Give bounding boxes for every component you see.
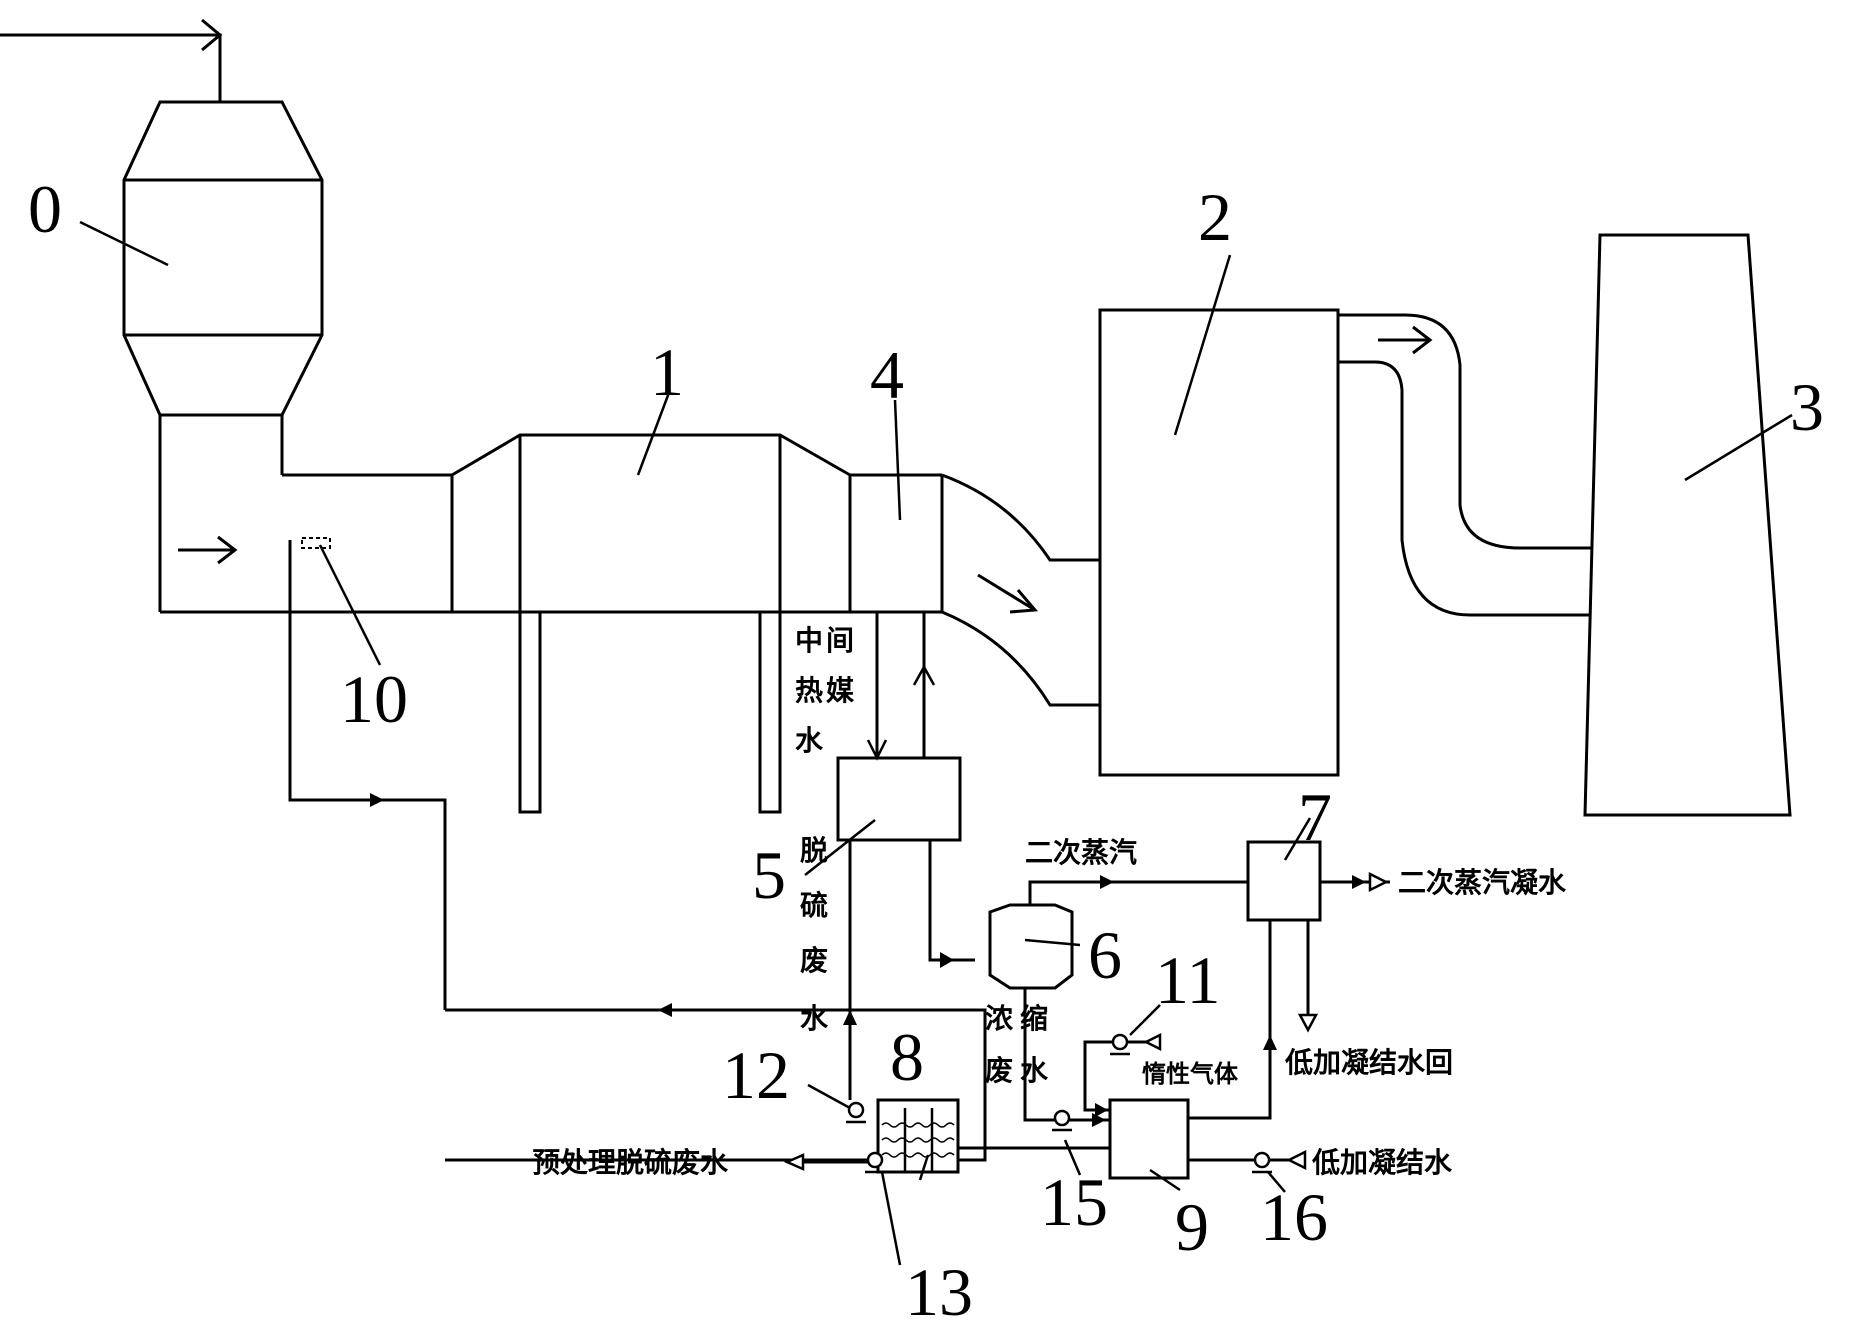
- svg-text:脱: 脱: [800, 834, 828, 867]
- unit-7-condenser: [1188, 840, 1390, 1120]
- label-10: 10: [340, 661, 408, 737]
- label-13: 13: [905, 1254, 973, 1328]
- unit-3-stack: [1583, 233, 1792, 817]
- label-0: 0: [28, 171, 62, 247]
- unit-10-spray-nozzle: [288, 537, 987, 1162]
- unit-9-dryer: [1083, 1032, 1307, 1180]
- label-4: 4: [870, 337, 904, 413]
- label-inert-gas: 惰性气体: [1142, 1060, 1239, 1088]
- pump-16: [1252, 1151, 1272, 1174]
- pump-12: [846, 1101, 866, 1124]
- svg-text:浓: 浓: [985, 1002, 1014, 1035]
- label-intermediate-heat-water: 中 间 热 媒 水: [795, 624, 855, 757]
- label-secondary-steam-condensate: 二次蒸汽凝水: [1398, 866, 1567, 899]
- transition-duct: [941, 473, 1100, 707]
- label-9: 9: [1175, 1189, 1209, 1265]
- label-11: 11: [1155, 942, 1220, 1018]
- unit-8-tank: [783, 1098, 1110, 1174]
- outlet-duct-to-stack: [1338, 313, 1598, 617]
- svg-text:热: 热: [795, 674, 823, 707]
- pump-15: [1052, 1109, 1072, 1132]
- unit-6-evaporator: [988, 875, 1248, 1127]
- svg-text:间: 间: [826, 624, 854, 657]
- main-flue-duct: [160, 473, 942, 614]
- unit-1-precipitator: [450, 433, 851, 814]
- label-8: 8: [890, 1019, 924, 1095]
- pump-11: [1110, 1033, 1130, 1056]
- unit-2-absorber: [1098, 308, 1340, 777]
- label-5: 5: [752, 837, 786, 913]
- svg-text:缩: 缩: [1020, 1002, 1048, 1035]
- pump-13: [865, 1151, 885, 1174]
- label-7: 7: [1298, 779, 1332, 855]
- svg-text:废: 废: [800, 944, 828, 977]
- label-16: 16: [1260, 1179, 1328, 1255]
- leader-lines: [79, 220, 1793, 1266]
- label-secondary-steam: 二次蒸汽: [1025, 836, 1137, 869]
- svg-text:水: 水: [795, 724, 824, 757]
- unit-4-heat-exchanger: [848, 473, 944, 612]
- label-concentrated-wastewater: 浓 缩 废 水: [985, 1002, 1049, 1087]
- svg-text:水: 水: [800, 1002, 829, 1035]
- label-1: 1: [650, 334, 684, 410]
- svg-text:废: 废: [985, 1054, 1013, 1087]
- flue-gas-inlet-arrow: [0, 18, 223, 102]
- label-desulfurization-wastewater: 脱 硫 废 水: [800, 834, 829, 1035]
- label-2: 2: [1198, 179, 1232, 255]
- label-low-pressure-condensate-return: 低加凝结水回: [1284, 1046, 1453, 1079]
- label-3: 3: [1790, 369, 1824, 445]
- label-6: 6: [1088, 917, 1122, 993]
- label-low-pressure-condensate: 低加凝结水: [1311, 1146, 1453, 1179]
- unit-0-reactor: [122, 100, 324, 612]
- label-15: 15: [1040, 1164, 1108, 1240]
- svg-text:媒: 媒: [826, 674, 855, 707]
- label-pretreated-desulfurization-wastewater: 预处理脱硫废水: [532, 1146, 729, 1179]
- svg-text:硫: 硫: [800, 889, 828, 922]
- svg-text:水: 水: [1020, 1054, 1049, 1087]
- unit-5-heater: [836, 612, 975, 1100]
- svg-text:中: 中: [795, 624, 823, 657]
- label-12: 12: [722, 1037, 790, 1113]
